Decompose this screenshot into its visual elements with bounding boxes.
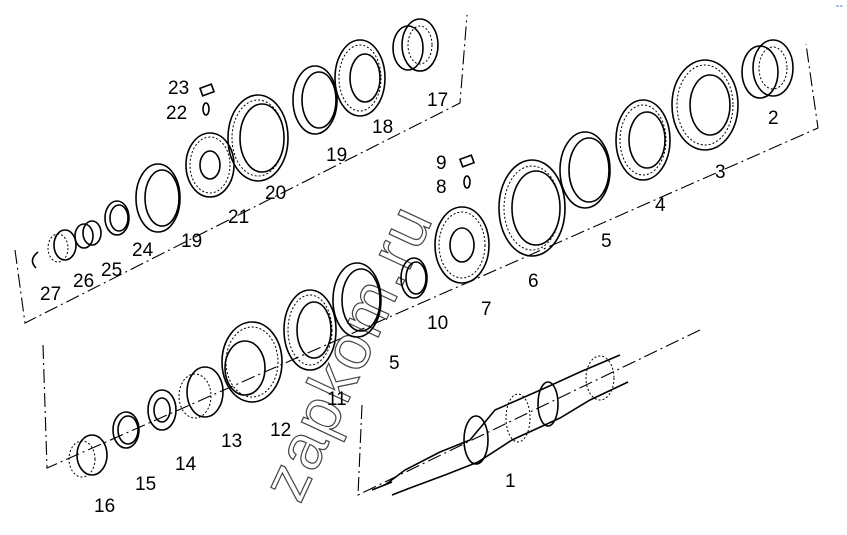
callout-15: 15 xyxy=(135,474,156,495)
callout-27: 27 xyxy=(40,284,61,305)
callout-4: 4 xyxy=(655,195,666,216)
part-5-synchro-ring-left xyxy=(332,262,382,338)
group-frame-shaft xyxy=(357,329,701,496)
part-4-gear-ring xyxy=(615,99,671,181)
callout-labels: 1 2 3 4 5 5 6 7 8 9 10 11 12 13 14 15 16… xyxy=(40,78,779,517)
callout-22: 22 xyxy=(166,103,187,124)
callout-5-left: 5 xyxy=(389,353,400,374)
part-23-detent-block xyxy=(198,83,216,97)
part-11-gear-ring xyxy=(283,289,337,371)
callout-26: 26 xyxy=(73,271,94,292)
part-19-synchro-ring-lower xyxy=(135,163,181,233)
callout-23: 23 xyxy=(168,78,189,99)
callout-21: 21 xyxy=(228,207,249,228)
part-14-thrust-washer xyxy=(147,389,177,431)
callout-25: 25 xyxy=(101,260,122,281)
part-17-roller-bearing xyxy=(392,18,439,72)
part-16-roller-bearing xyxy=(68,434,108,478)
part-5-synchro-ring-right xyxy=(559,131,611,209)
part-3-gear xyxy=(671,59,739,151)
callout-1: 1 xyxy=(505,471,516,492)
part-15-circlip xyxy=(112,411,140,449)
part-27-snap-ring xyxy=(31,251,39,269)
callout-17: 17 xyxy=(427,90,448,111)
part-18-gear xyxy=(334,39,386,117)
corner-mark: -- xyxy=(835,0,843,12)
part-21-synchro-hub xyxy=(185,132,235,198)
callout-11: 11 xyxy=(327,389,347,410)
callout-2: 2 xyxy=(768,108,779,129)
callout-5-right: 5 xyxy=(601,231,612,252)
part-7-synchro-hub xyxy=(434,206,490,284)
part-20-synchro-sleeve xyxy=(227,94,289,182)
part-12-gear xyxy=(221,321,283,403)
part-26-needle-bearing xyxy=(47,229,77,263)
part-9-detent-block xyxy=(458,154,476,168)
part-1-main-shaft xyxy=(371,354,629,496)
callout-12: 12 xyxy=(270,420,291,441)
part-24-circlip xyxy=(104,200,130,236)
callout-6: 6 xyxy=(528,271,539,292)
part-22-spring xyxy=(202,102,210,116)
callout-9: 9 xyxy=(436,153,447,174)
callout-14: 14 xyxy=(175,454,197,475)
callout-10: 10 xyxy=(427,313,448,334)
group-frame-upper xyxy=(14,14,468,324)
callout-19-lower: 19 xyxy=(181,231,202,252)
callout-13: 13 xyxy=(221,431,242,452)
group-frame-middle xyxy=(42,43,819,469)
callout-8: 8 xyxy=(436,177,447,198)
callout-7: 7 xyxy=(481,299,492,320)
part-6-synchro-sleeve xyxy=(498,159,566,257)
callout-3: 3 xyxy=(715,162,726,183)
part-25-spacer xyxy=(74,220,102,249)
callout-24: 24 xyxy=(132,240,154,261)
part-13-needle-bearing xyxy=(178,366,224,419)
part-8-spring xyxy=(463,175,471,189)
part-10-circlip xyxy=(400,257,428,299)
part-2-roller-bearing xyxy=(741,39,794,99)
callout-19-upper: 19 xyxy=(326,145,347,166)
part-19-synchro-ring-upper xyxy=(292,65,338,135)
callout-20: 20 xyxy=(265,183,286,204)
callout-18: 18 xyxy=(372,117,393,138)
callout-16: 16 xyxy=(94,496,115,517)
